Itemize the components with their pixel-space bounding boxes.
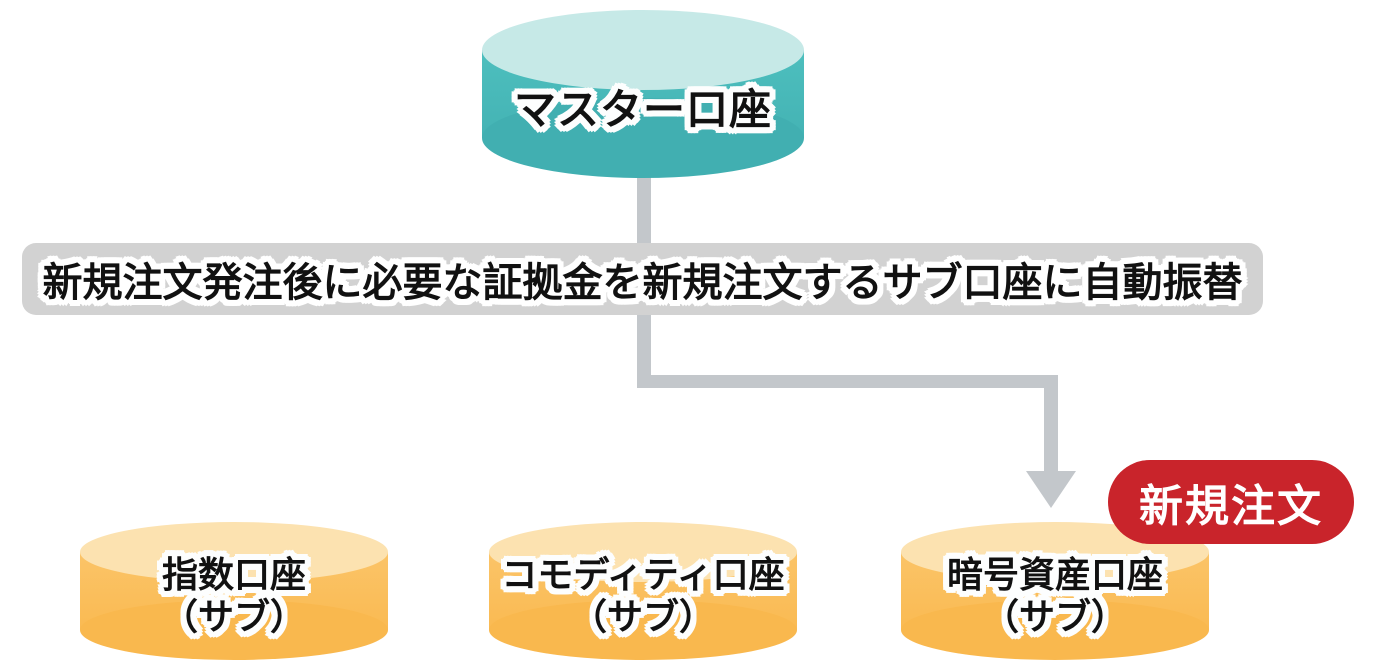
index-sub-account-label: 指数口座 （サブ）	[80, 554, 388, 638]
auto-transfer-banner-text: 新規注文発注後に必要な証拠金を新規注文するサブ口座に自動振替	[42, 261, 1243, 305]
arrow-down-icon	[1026, 471, 1076, 508]
account-name: 暗号資産口座	[946, 554, 1163, 595]
account-name: 指数口座	[161, 554, 306, 595]
account-type: （サブ）	[161, 596, 306, 638]
account-type: （サブ）	[982, 596, 1127, 638]
cylinder-top	[489, 522, 797, 582]
cylinder-bottom	[489, 600, 797, 660]
cylinder-top	[80, 522, 388, 582]
connector-right-down-line	[1044, 375, 1058, 475]
commodity-sub-account-label: コモディティ口座 （サブ）	[489, 554, 797, 638]
cylinder-bottom	[901, 600, 1209, 660]
crypto-sub-account-label: 暗号資産口座 （サブ）	[901, 554, 1209, 638]
account-type: （サブ）	[570, 596, 715, 638]
new-order-badge: 新規注文	[1108, 460, 1354, 544]
cylinder-top	[482, 10, 804, 90]
master-account-cylinder: マスター口座	[482, 10, 804, 178]
crypto-sub-account-cylinder: 暗号資産口座 （サブ）	[901, 522, 1209, 660]
index-sub-account-cylinder: 指数口座 （サブ）	[80, 522, 388, 660]
auto-transfer-banner: 新規注文発注後に必要な証拠金を新規注文するサブ口座に自動振替	[22, 243, 1263, 315]
account-name: コモディティ口座	[501, 554, 785, 595]
cylinder-bottom	[80, 600, 388, 660]
master-account-label: マスター口座	[513, 86, 772, 133]
commodity-sub-account-cylinder: コモディティ口座 （サブ）	[489, 522, 797, 660]
connector-horizontal-line	[637, 375, 1058, 388]
cylinder-bottom	[482, 98, 804, 178]
